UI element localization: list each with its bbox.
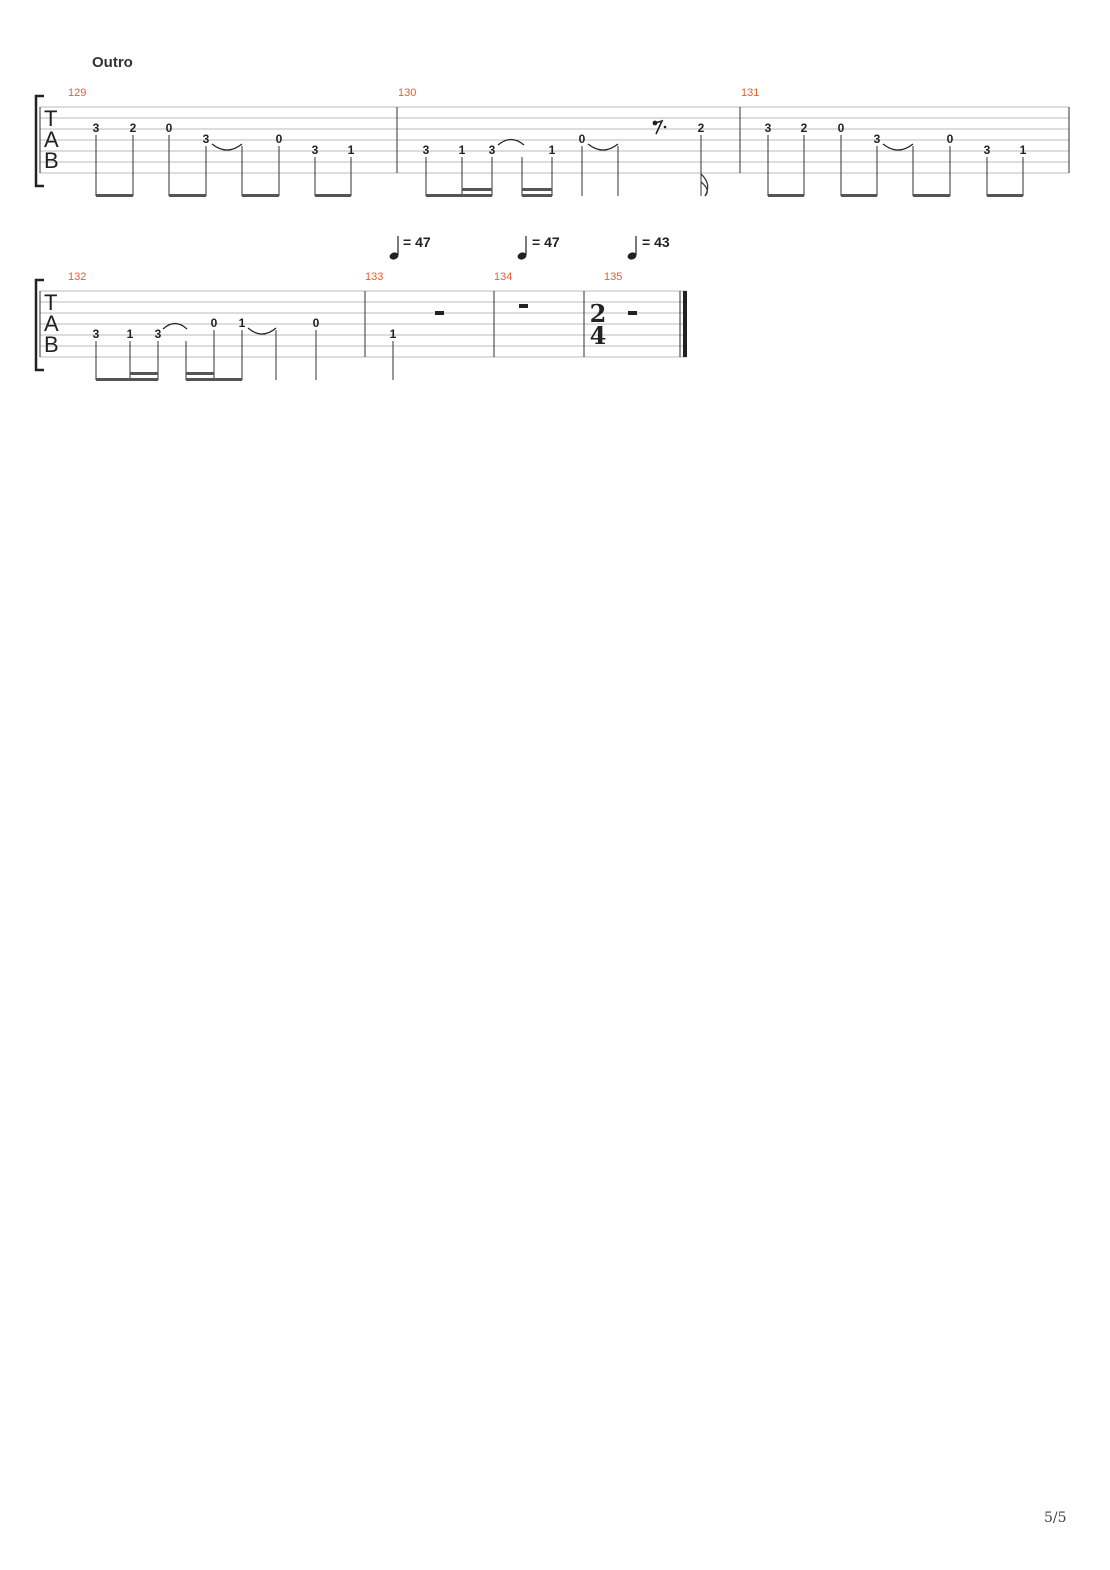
staff-lines [40, 290, 686, 358]
tie [247, 327, 277, 335]
measure-131: 3 2 0 3 0 3 1 [765, 121, 1027, 197]
fret-number: 1 [1020, 143, 1027, 157]
fret-number: 3 [93, 121, 100, 135]
fret-number: 2 [698, 121, 705, 135]
fret-number: 2 [801, 121, 808, 135]
fret-number: 3 [312, 143, 319, 157]
measure-129: 3 2 0 3 0 3 1 [93, 121, 355, 197]
measure-134 [519, 304, 528, 308]
fret-number: 1 [459, 143, 466, 157]
tempo-value: = 47 [403, 234, 431, 250]
staff-lines [40, 106, 1069, 174]
tie [211, 143, 243, 151]
measure-number: 132 [68, 271, 86, 283]
system-bracket [34, 278, 44, 372]
measure-number: 131 [741, 87, 759, 99]
tempo-mark: = 43 [627, 234, 670, 260]
tempo-mark: = 47 [517, 234, 560, 260]
fret-number: 0 [579, 132, 586, 146]
measure-number: 129 [68, 87, 86, 99]
note-flag [700, 181, 708, 197]
tab-clef-a: A [44, 127, 59, 152]
measure-130: 3 1 3 1 0 2 [423, 119, 709, 197]
measure-number: 134 [494, 271, 512, 283]
measure-number: 130 [398, 87, 416, 99]
measure-132: 3 1 3 0 1 0 [93, 316, 320, 381]
eighth-rest-dotted [652, 119, 667, 135]
fret-number: 1 [390, 327, 397, 341]
fret-number: 3 [874, 132, 881, 146]
fret-number: 1 [127, 327, 134, 341]
whole-rest [519, 304, 528, 308]
system-2: = 47 = 47 = 43 T A B [34, 234, 687, 381]
time-signature-top: 2 [590, 299, 607, 328]
fret-number: 0 [947, 132, 954, 146]
fret-number: 3 [765, 121, 772, 135]
fret-number: 2 [130, 121, 137, 135]
fret-number: 0 [313, 316, 320, 330]
tie [587, 143, 619, 151]
fret-number: 3 [203, 132, 210, 146]
fret-number: 0 [166, 121, 173, 135]
final-barline-thick [683, 291, 687, 357]
fret-number: 1 [239, 316, 246, 330]
tie [497, 138, 525, 146]
page-number: 5/5 [1044, 1510, 1067, 1526]
system-1: T A B 129 130 131 3 2 0 3 0 3 1 [34, 87, 1070, 197]
tie [162, 322, 188, 330]
fret-number: 1 [549, 143, 556, 157]
tab-clef-a: A [44, 311, 59, 336]
tab-clef-b: B [44, 332, 59, 357]
tab-clef-t: T [44, 290, 57, 315]
tab-clef-b: B [44, 148, 59, 173]
fret-number: 3 [984, 143, 991, 157]
section-label-outro: Outro [92, 54, 133, 71]
measure-135: 2 4 [590, 299, 637, 350]
fret-number: 3 [489, 143, 496, 157]
measure-133: 1 [390, 311, 444, 380]
fret-number: 3 [93, 327, 100, 341]
fret-number: 0 [838, 121, 845, 135]
tempo-mark: = 47 [389, 234, 431, 260]
measure-number: 133 [365, 271, 383, 283]
time-signature-bottom: 4 [590, 321, 607, 350]
tab-clef-t: T [44, 106, 57, 131]
measure-number: 135 [604, 271, 622, 283]
fret-number: 3 [423, 143, 430, 157]
fret-number: 0 [211, 316, 218, 330]
half-rest [628, 311, 637, 315]
system-bracket [34, 94, 44, 188]
tempo-value: = 43 [642, 234, 670, 250]
fret-number: 1 [348, 143, 355, 157]
half-rest [435, 311, 444, 315]
fret-number: 0 [276, 132, 283, 146]
tie [882, 143, 914, 151]
fret-number: 3 [155, 327, 162, 341]
tempo-value: = 47 [532, 234, 560, 250]
